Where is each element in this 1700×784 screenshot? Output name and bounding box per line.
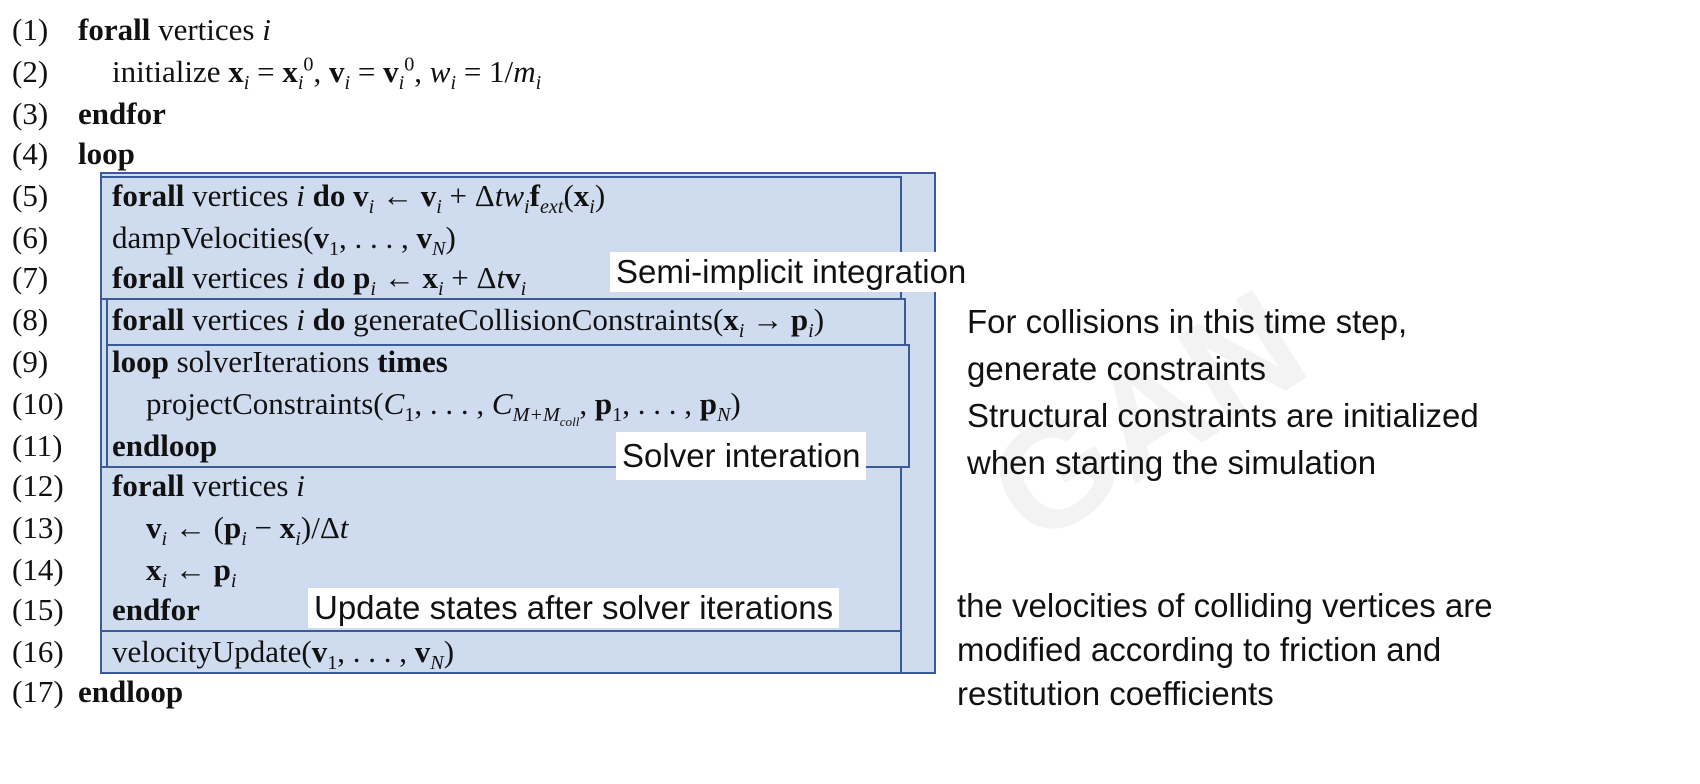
velocity-update-box bbox=[100, 630, 902, 674]
semi-implicit-label: Semi-implicit integration bbox=[610, 252, 973, 292]
collisions-note: For collisions in this time step, genera… bbox=[967, 303, 1479, 481]
velocities-note: the velocities of colliding vertices are… bbox=[957, 587, 1493, 712]
update-states-label: Update states after solver iterations bbox=[308, 588, 840, 628]
solver-label: Solver interation bbox=[616, 432, 867, 480]
